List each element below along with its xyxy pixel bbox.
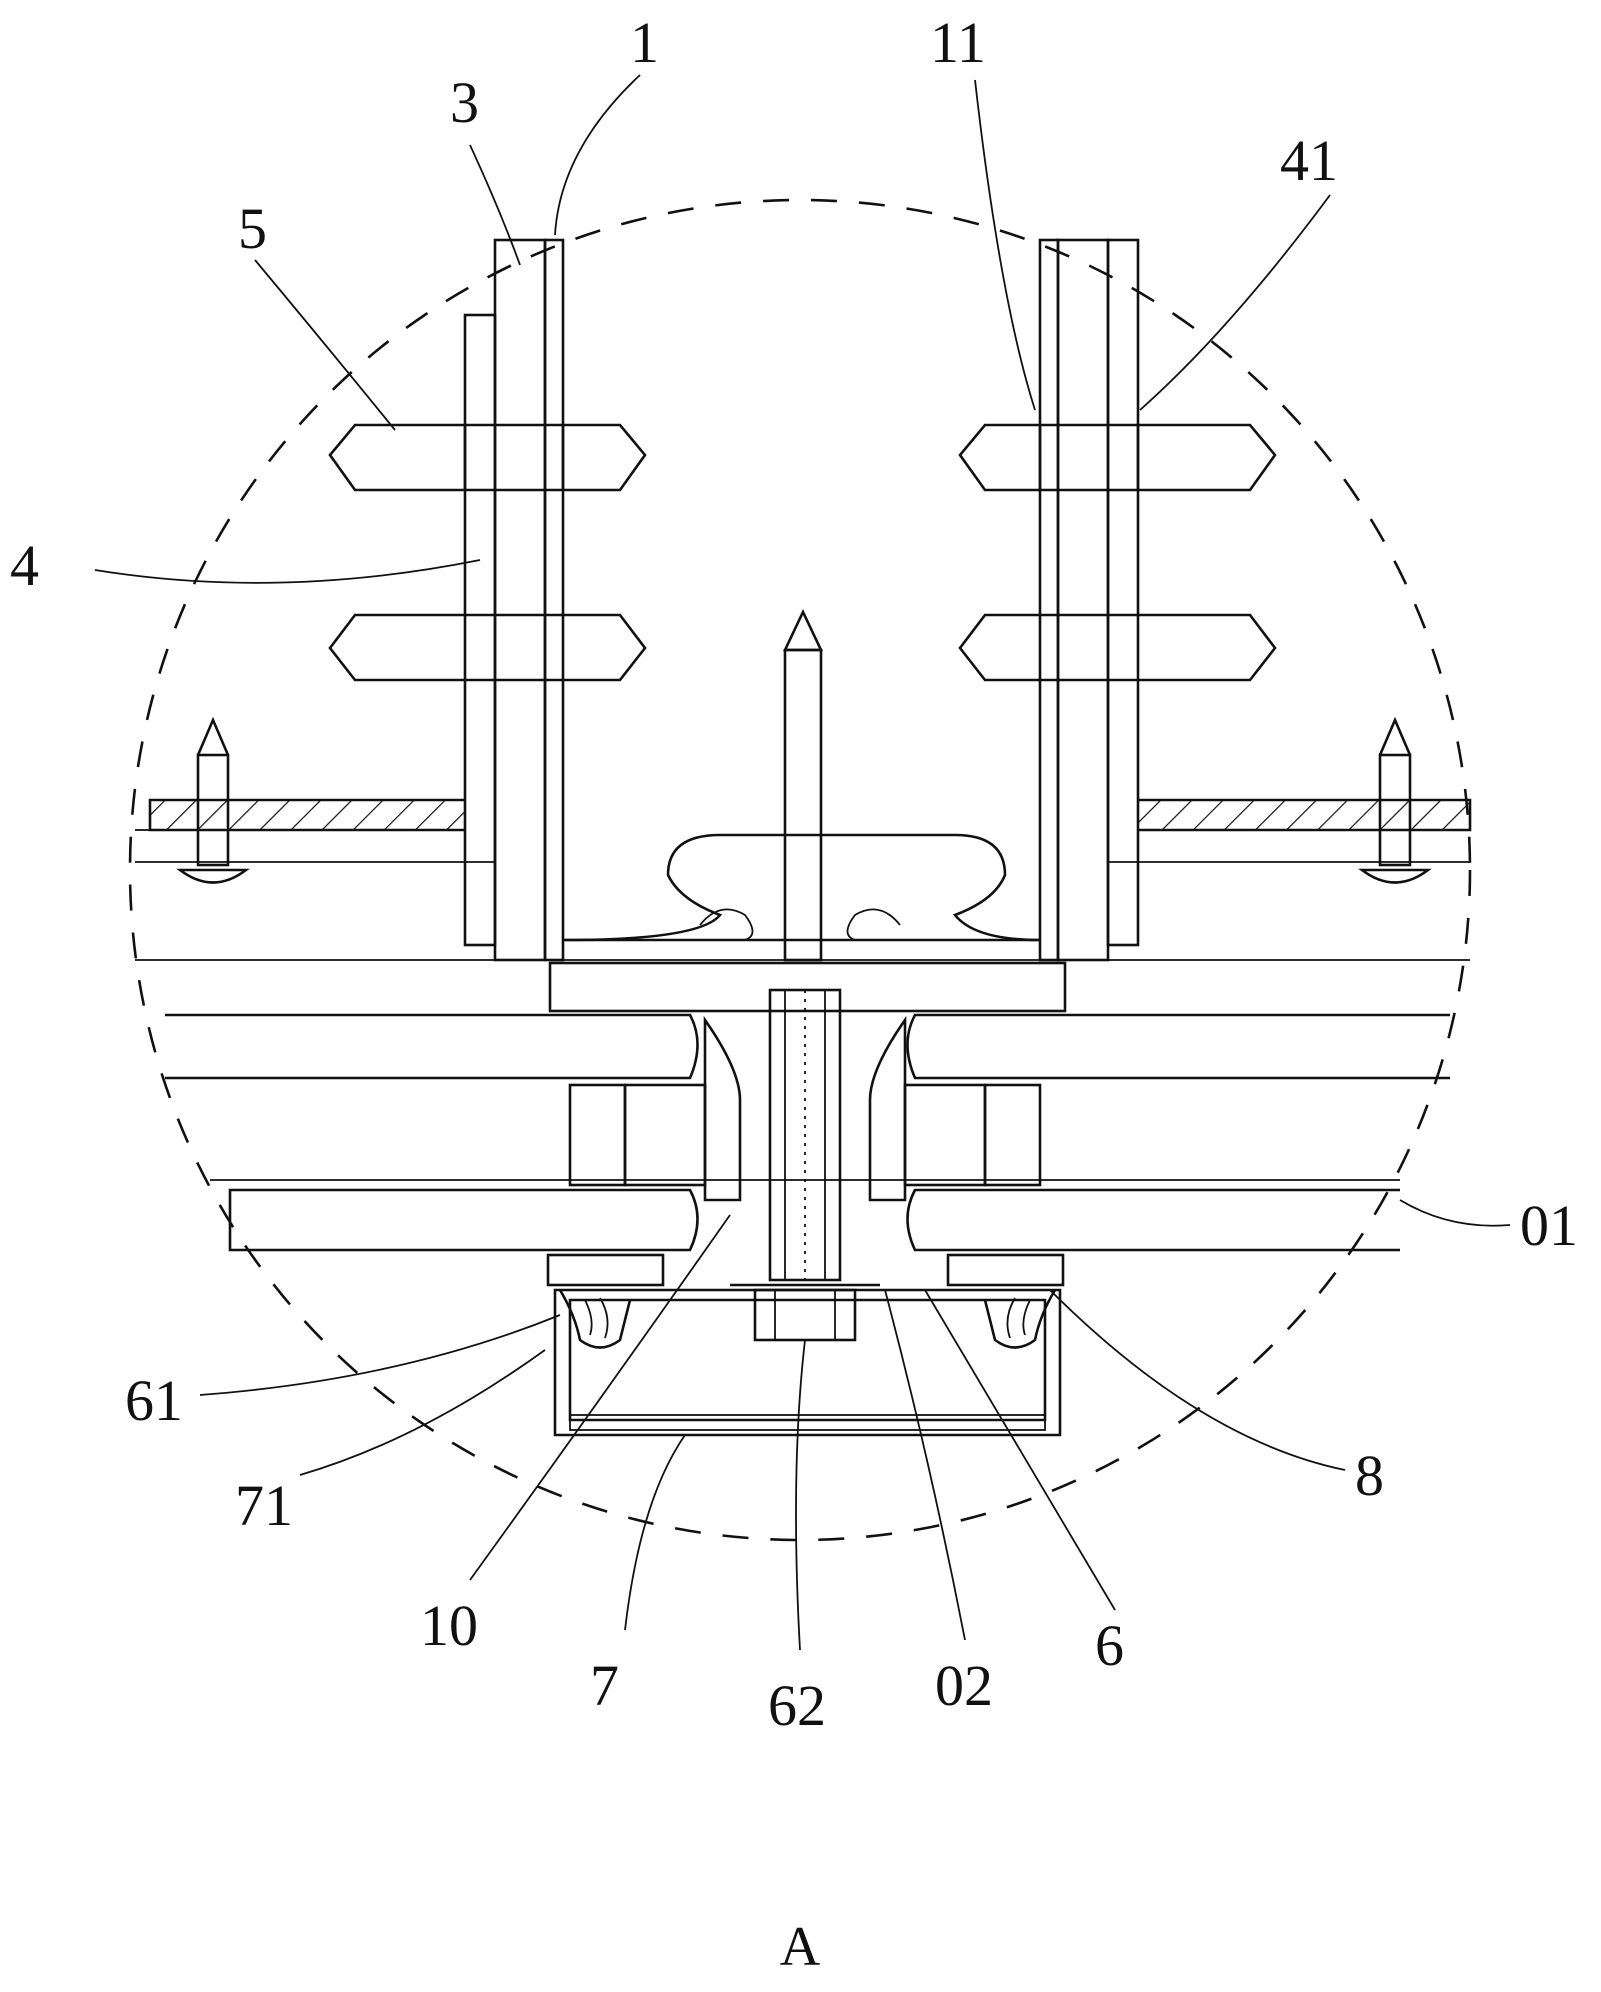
label-11: 11 <box>930 10 986 75</box>
label-8: 8 <box>1355 1443 1384 1508</box>
label-1: 1 <box>630 10 659 75</box>
leader-lines <box>94 74 1511 1651</box>
side-screws <box>176 716 1432 884</box>
label-6: 6 <box>1095 1613 1124 1678</box>
label-61: 61 <box>125 1368 183 1433</box>
channel-7 <box>553 1288 1062 1437</box>
middle-fill <box>568 1015 1042 1202</box>
label-4: 4 <box>10 533 39 598</box>
figure-caption: A <box>780 1916 821 1978</box>
label-3: 3 <box>450 70 479 135</box>
label-01: 01 <box>1520 1193 1578 1258</box>
bottom-gasket-8 <box>546 1253 1065 1287</box>
top-seal <box>548 961 1067 1013</box>
left-wall-assembly <box>135 238 565 962</box>
clip-right <box>983 1289 1057 1349</box>
upper-slab <box>165 1013 1450 1080</box>
label-71: 71 <box>235 1473 293 1538</box>
pins <box>328 423 1277 682</box>
lower-slab-01 <box>210 1179 1400 1252</box>
label-10: 10 <box>420 1593 478 1658</box>
label-7: 7 <box>590 1653 619 1718</box>
center-screw <box>782 608 824 962</box>
label-62: 62 <box>768 1673 826 1738</box>
labels: 1 3 11 41 5 4 01 61 71 8 10 7 62 02 6 A <box>10 10 1578 1978</box>
clip-61 <box>558 1289 632 1349</box>
label-41: 41 <box>1280 128 1338 193</box>
label-5: 5 <box>238 196 267 261</box>
nut-62 <box>753 1288 857 1342</box>
label-02: 02 <box>935 1653 993 1718</box>
right-wall-assembly <box>1038 238 1472 962</box>
omega-clip <box>564 833 1041 942</box>
detail-circle <box>128 198 1472 1542</box>
